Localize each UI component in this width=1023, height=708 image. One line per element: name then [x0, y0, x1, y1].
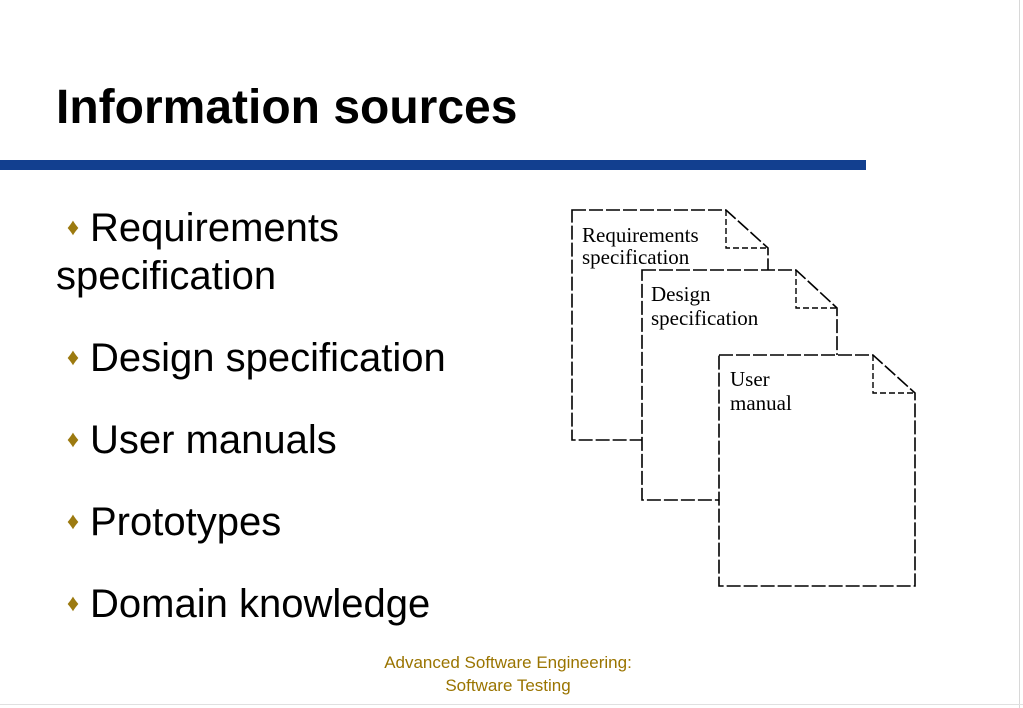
bullet-item-prototypes: ♦ Prototypes [56, 498, 526, 546]
slide-title: Information sources [56, 81, 518, 134]
bullet-item-requirements: ♦Requirements specification [56, 204, 526, 300]
diamond-icon: ♦ [66, 508, 80, 535]
document-user-manual: User manual [718, 354, 916, 587]
document-label-line2: specification [582, 245, 690, 269]
slide-bottom-edge [0, 704, 1023, 705]
document-label-line1: Requirements [582, 223, 699, 247]
slide-edge [1019, 0, 1020, 708]
document-label-line1: Design [651, 282, 711, 306]
document-label-line2: manual [730, 391, 792, 415]
footer-line1: Advanced Software Engineering: [384, 653, 632, 672]
bullet-item-design: ♦ Design specification [56, 334, 526, 382]
diamond-icon: ♦ [66, 590, 80, 617]
diamond-icon: ♦ [66, 344, 80, 371]
bullet-item-domain-knowledge: ♦ Domain knowledge [56, 580, 526, 628]
title-underline [0, 160, 866, 170]
bullet-text: User manuals [90, 418, 337, 462]
bullet-text: Design specification [90, 336, 446, 380]
bullet-text: Requirements specification [56, 206, 340, 298]
document-page-shape [718, 354, 916, 587]
diamond-icon: ♦ [66, 214, 80, 241]
document-stack-diagram: Requirements specification Design specif… [571, 209, 916, 587]
diamond-icon: ♦ [66, 426, 80, 453]
folded-corner-shape [795, 270, 837, 309]
document-label-line2: specification [651, 306, 759, 330]
bullet-item-user-manuals: ♦ User manuals [56, 416, 526, 464]
bullet-list: ♦Requirements specification ♦Design spec… [56, 204, 526, 662]
folded-corner-shape [872, 355, 915, 394]
slide-footer: Advanced Software Engineering: Software … [308, 651, 708, 697]
bullet-text: Domain knowledge [90, 582, 431, 626]
document-label-line1: User [730, 367, 770, 391]
bullet-text: Prototypes [90, 500, 282, 544]
folded-corner-shape [725, 210, 768, 249]
footer-line2: Software Testing [445, 676, 571, 695]
